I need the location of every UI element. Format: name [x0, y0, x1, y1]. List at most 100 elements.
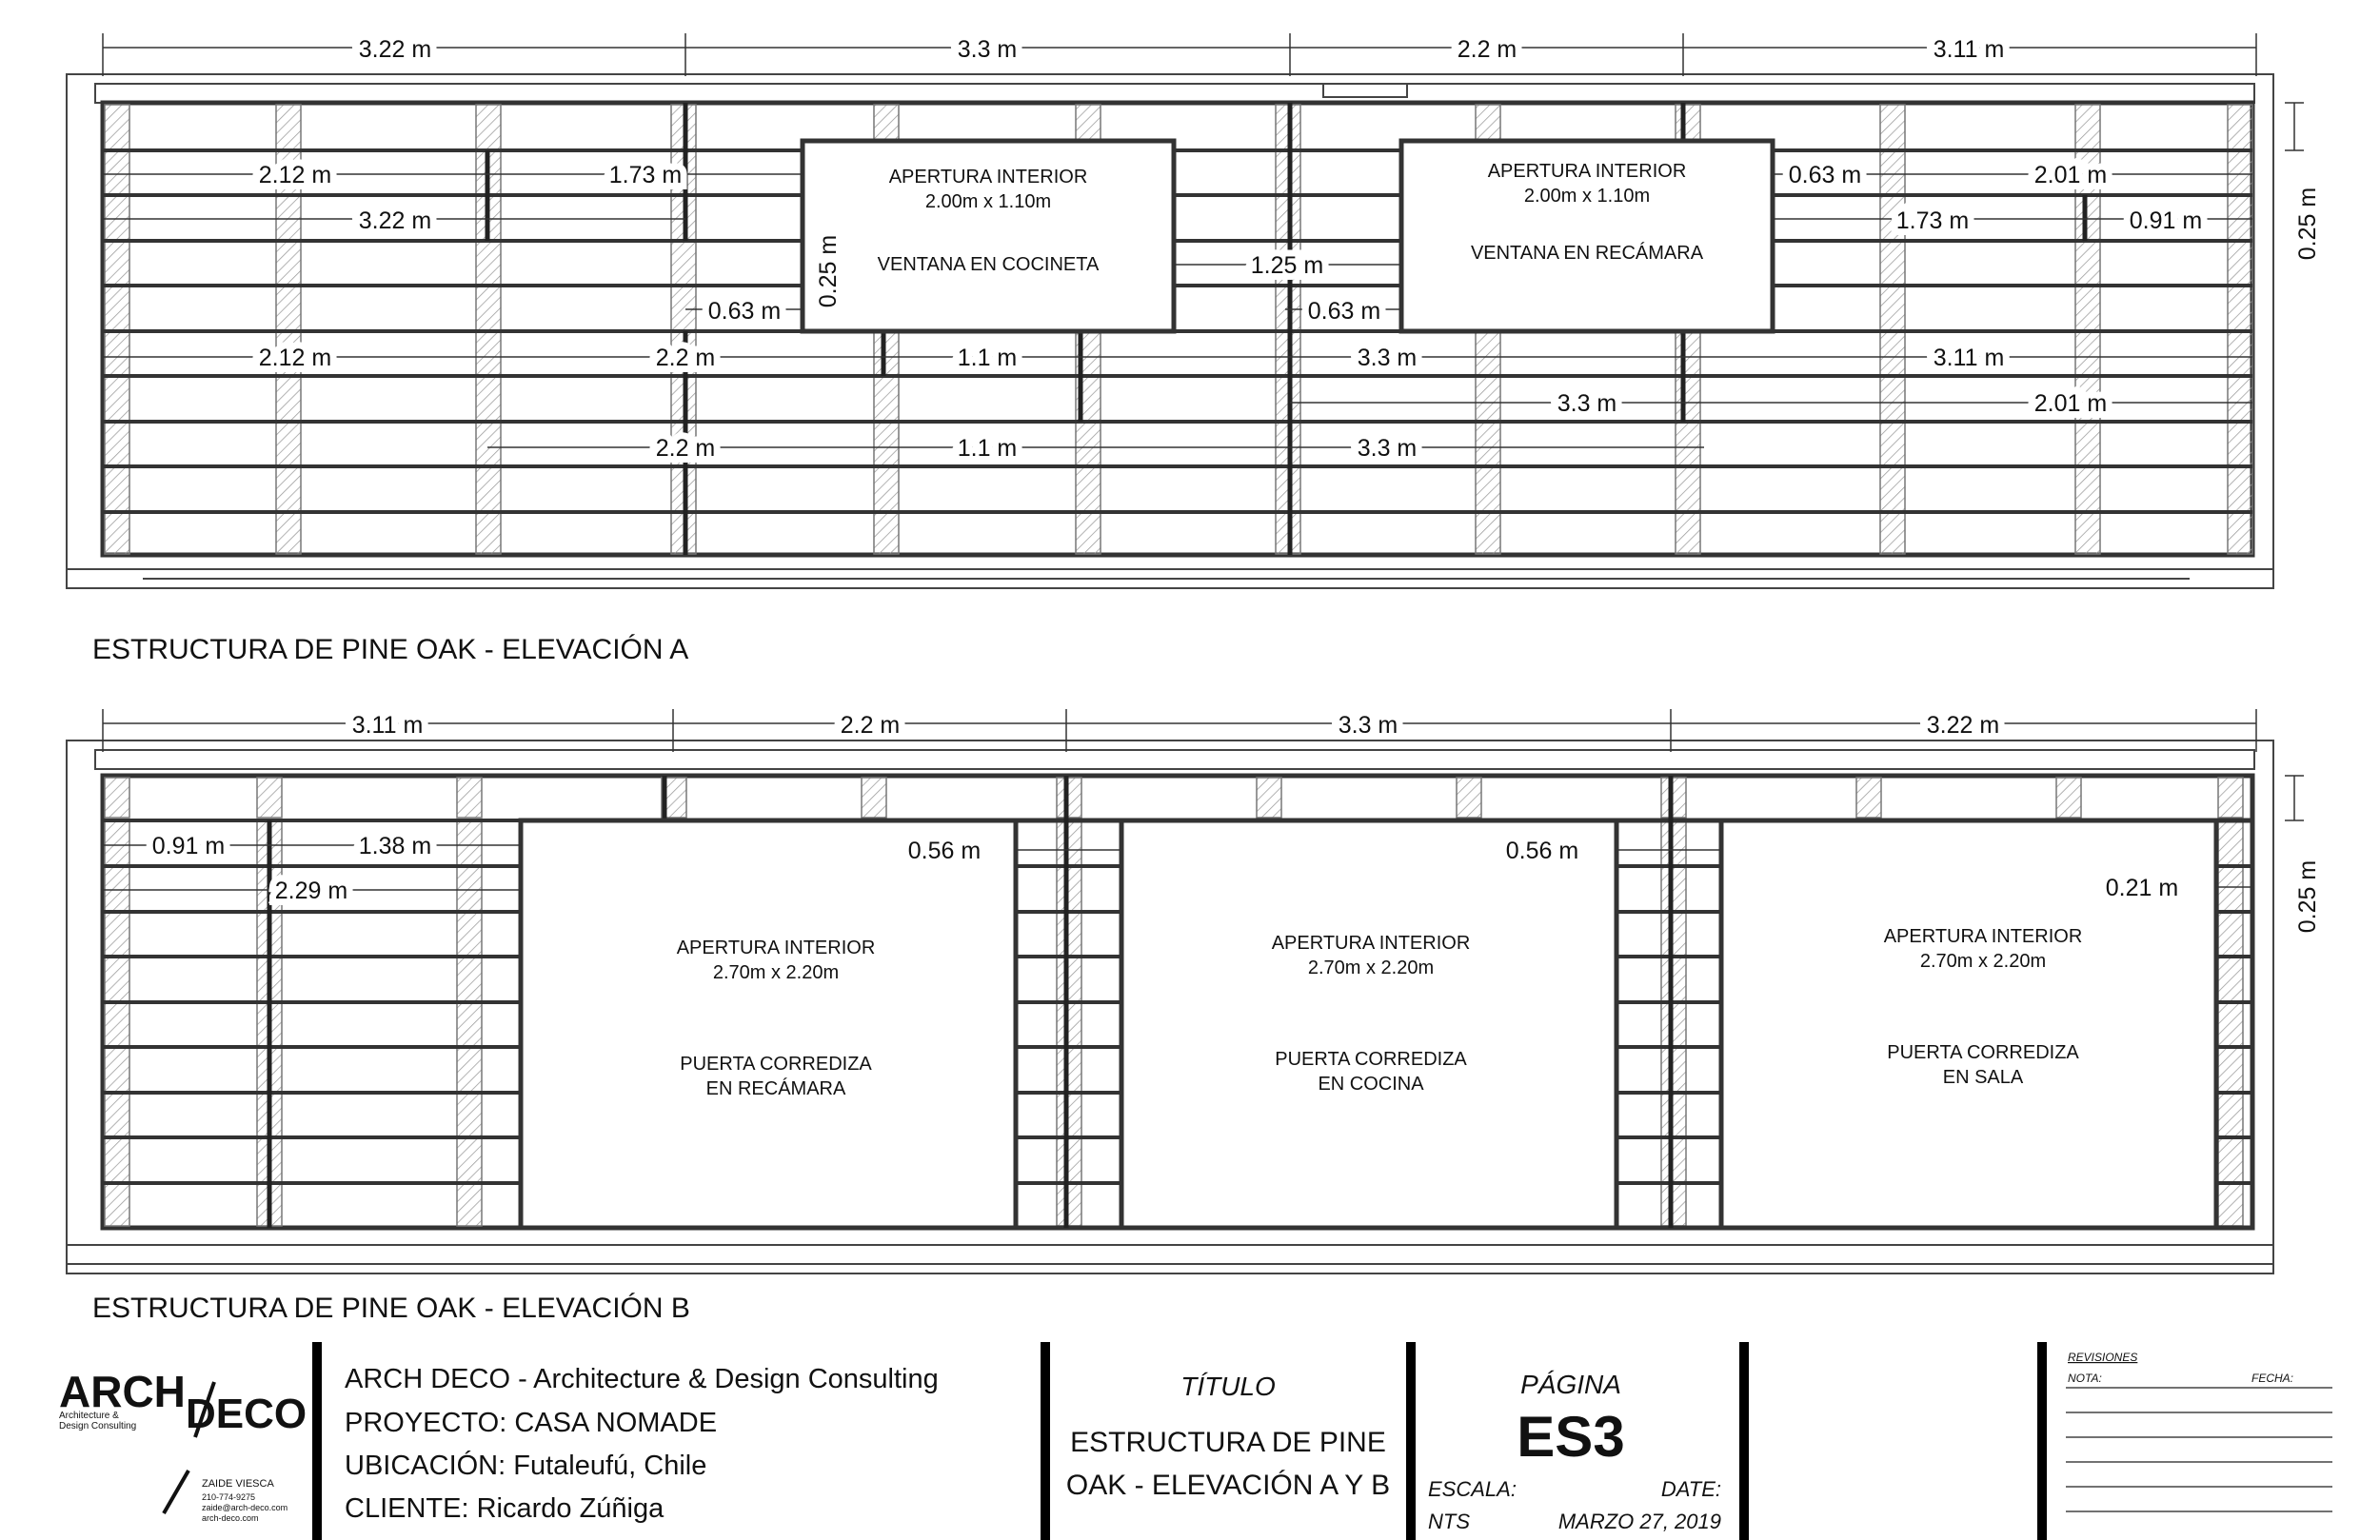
stud-b-top-8	[1660, 777, 1687, 819]
contact-web: arch-deco.com	[202, 1513, 259, 1523]
logo-arch: ARCH	[59, 1367, 186, 1416]
dim-a-12: 2.2 m	[656, 345, 716, 371]
firm-name: ARCH DECO - Architecture & Design Consul…	[345, 1364, 939, 1394]
dim-a-top-4: 3.11 m	[1934, 36, 2005, 63]
dim-a-17: 2.01 m	[2034, 390, 2107, 417]
dim-b-5: 0.21 m	[2106, 875, 2178, 901]
elevation-a-rails	[103, 103, 2252, 555]
project-location: UBICACIÓN: Futaleufú, Chile	[345, 1450, 706, 1481]
door-1-size: 2.70m x 2.20m	[713, 962, 839, 983]
title-line-2: OAK - ELEVACIÓN A Y B	[1066, 1470, 1390, 1501]
opening-door-cocina	[1119, 818, 1619, 1231]
note-label: NOTA:	[2068, 1372, 2102, 1385]
dim-a-16: 3.3 m	[1557, 390, 1617, 417]
page-number: ES3	[1517, 1405, 1624, 1469]
dim-a-0: 2.12 m	[259, 162, 331, 188]
dim-a-20: 3.3 m	[1358, 435, 1418, 462]
door-2-size: 2.70m x 2.20m	[1308, 958, 1434, 978]
dim-b-top-4: 3.22 m	[1927, 712, 1999, 739]
door-3-size: 2.70m x 2.20m	[1920, 951, 2046, 972]
dim-a-14: 3.3 m	[1358, 345, 1418, 371]
door-1-name2: EN RECÁMARA	[706, 1077, 846, 1099]
elevation-b-caption: ESTRUCTURA DE PINE OAK - ELEVACIÓN B	[92, 1293, 690, 1324]
opening-1-title: APERTURA INTERIOR	[889, 167, 1088, 188]
logo-sub-1: Architecture &	[59, 1411, 119, 1421]
dim-b-0: 0.91 m	[152, 833, 225, 859]
door-2-name2: EN COCINA	[1318, 1074, 1424, 1095]
revisions-label: REVISIONES	[2068, 1351, 2137, 1364]
separator-1	[312, 1342, 322, 1540]
dim-a-6: 0.63 m	[1308, 298, 1380, 325]
stud-b-top-6	[1256, 777, 1282, 819]
title-block: ARCH DECO Architecture & Design Consulti…	[59, 1342, 2332, 1540]
opening-2-title: APERTURA INTERIOR	[1488, 161, 1687, 182]
dim-a-4: 0.25 m	[815, 235, 842, 307]
logo-deco: DECO	[186, 1391, 307, 1437]
stud-b-top-2	[456, 777, 483, 819]
date-value: MARZO 27, 2019	[1558, 1510, 1721, 1533]
stud-b-top-7	[1456, 777, 1482, 819]
door-3-title: APERTURA INTERIOR	[1884, 926, 2083, 947]
door-2-name1: PUERTA CORREDIZA	[1275, 1049, 1467, 1070]
opening-1-name: VENTANA EN COCINETA	[878, 254, 1100, 275]
stud-b-top-4	[861, 777, 887, 819]
dim-b-2: 2.29 m	[275, 878, 347, 904]
elevation-a-frame	[100, 100, 2255, 558]
door-3-name1: PUERTA CORREDIZA	[1887, 1042, 2079, 1063]
dim-b-top-1: 3.11 m	[352, 712, 424, 739]
scale-label: ESCALA:	[1428, 1477, 1517, 1501]
elevation-a-dimension-lines	[102, 33, 2304, 448]
scale-value: NTS	[1428, 1510, 1470, 1533]
stud-b-top-1	[256, 777, 283, 819]
stud-b-4	[1660, 819, 1687, 1227]
door-1-title: APERTURA INTERIOR	[677, 938, 876, 958]
dim-a-side: 0.25 m	[2294, 188, 2321, 260]
dim-a-13: 1.1 m	[958, 345, 1018, 371]
dim-a-top-3: 2.2 m	[1458, 36, 1517, 63]
stud-b-0	[104, 819, 130, 1227]
door-2-title: APERTURA INTERIOR	[1272, 933, 1471, 954]
separator-4	[1739, 1342, 1749, 1540]
dim-a-3: 0.63 m	[708, 298, 781, 325]
elevation-b: 3.11 m 2.2 m 3.3 m 3.22 m 0.91 m 1.38 m …	[66, 705, 2321, 1324]
elevation-a: 3.22 m 3.3 m 2.2 m 3.11 m 2.12 m 1.73 m …	[66, 30, 2321, 665]
dim-b-top-2: 2.2 m	[841, 712, 901, 739]
door-3-name2: EN SALA	[1943, 1067, 2024, 1088]
revision-lines	[2066, 1387, 2332, 1512]
title-label: TÍTULO	[1180, 1372, 1276, 1401]
separator-2	[1041, 1342, 1050, 1540]
title-line-1: ESTRUCTURA DE PINE	[1070, 1427, 1386, 1458]
project-client: CLIENTE: Ricardo Zúñiga	[345, 1493, 664, 1524]
elevation-a-caption: ESTRUCTURA DE PINE OAK - ELEVACIÓN A	[92, 634, 688, 665]
dim-a-18: 2.2 m	[656, 435, 716, 462]
stud-b-top-9	[1855, 777, 1882, 819]
dim-b-1: 1.38 m	[359, 833, 431, 859]
stud-b-5	[2217, 819, 2244, 1227]
contact-slash	[162, 1469, 190, 1515]
stud-b-top-11	[2217, 777, 2244, 819]
dim-a-10: 0.91 m	[2130, 207, 2202, 234]
project-name: PROYECTO: CASA NOMADE	[345, 1408, 717, 1438]
stud-b-3	[1056, 819, 1082, 1227]
dim-a-11: 2.12 m	[259, 345, 331, 371]
opening-2-name: VENTANA EN RECÁMARA	[1471, 242, 1704, 264]
dim-a-7: 0.63 m	[1789, 162, 1861, 188]
elevation-b-dimension-lines	[102, 709, 2304, 891]
dim-b-top-3: 3.3 m	[1339, 712, 1398, 739]
dim-a-8: 2.01 m	[2034, 162, 2107, 188]
date-col-label: FECHA:	[2251, 1372, 2293, 1385]
dim-b-4: 0.56 m	[1506, 838, 1578, 864]
stud-b-top-5	[1056, 777, 1082, 819]
logo-slash	[193, 1381, 216, 1438]
opening-door-sala	[1718, 818, 2219, 1231]
opening-window-cocineta	[800, 138, 1177, 334]
door-1-name1: PUERTA CORREDIZA	[680, 1054, 872, 1075]
elevation-b-shell	[66, 740, 2274, 1274]
stud-b-2	[456, 819, 483, 1227]
dim-a-15: 3.11 m	[1934, 345, 2005, 371]
dim-a-top-2: 3.3 m	[958, 36, 1018, 63]
dim-a-9: 1.73 m	[1896, 207, 1969, 234]
opening-window-recamara	[1398, 138, 1775, 334]
dim-a-19: 1.1 m	[958, 435, 1018, 462]
